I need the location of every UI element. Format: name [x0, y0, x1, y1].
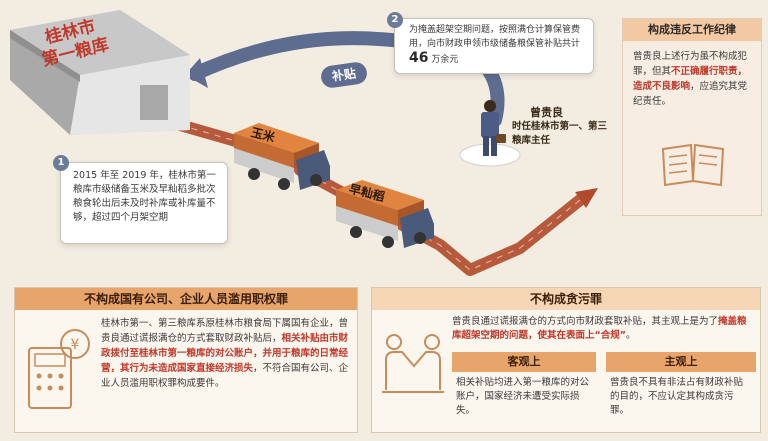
sidebar-text-before: 曾贵良上述行为虽不构成犯罪，但其: [633, 51, 748, 77]
handshake-icon: [382, 334, 444, 393]
embezzlement-panel: 不构成贪污罪 曾贵良通过谎报满仓的方式向市财政套取补贴，其主观上是为了掩盖粮库超…: [371, 287, 761, 433]
left-panel-text: 桂林市第一、第三粮库系原桂林市粮食局下属国有企业，曾贵良通过谎报满仓的方式套取财…: [101, 316, 351, 391]
step2-badge: 2: [387, 12, 403, 28]
subjective-box: 主观上 曾贵良不具有非法占有财政补贴的目的，不应认定其构成贪污罪。: [606, 352, 756, 428]
left-text-after: ，不符合国有公司、企业人员滥用职权罪构成要件。: [101, 363, 349, 389]
right-intro-after: 。: [626, 330, 636, 341]
step2-callout: 为掩盖超架空期问题，按照满仓计算保管费用，向市财政申领市级储备粮保管补贴共计 4…: [394, 18, 594, 74]
right-intro-red: 掩盖粮库超架空期的问题，使其在表面上“合规”: [452, 316, 747, 341]
step2-amount: 46: [409, 50, 429, 66]
step2-text: 为掩盖超架空期问题，按照满仓计算保管费用，向市财政申领市级储备粮保管补贴共计: [409, 25, 581, 49]
sidebar-text-after: ，应追究其党纪责任。: [633, 81, 748, 107]
right-panel-intro: 曾贵良通过谎报满仓的方式向市财政套取补贴，其主观上是为了掩盖粮库超架空期的问题，…: [452, 315, 754, 343]
svg-text:¥: ¥: [71, 337, 80, 353]
person-title: 时任桂林市第一、第三粮库主任: [512, 121, 608, 146]
step1-text: 2015 年至 2019 年，桂林市第一粮库市级储备玉米及早籼稻多批次粮食轮出后…: [73, 170, 216, 223]
step2-unit: 万余元: [431, 55, 459, 65]
left-text-red: 相关补贴由市财政拨付至桂林市第一粮库的对公账户，并用于粮库的日常经营，其行为未造…: [101, 333, 349, 374]
subjective-text: 曾贵良不具有非法占有财政补贴的目的，不应认定其构成贪污罪。: [610, 377, 744, 416]
abuse-of-power-panel: 不构成国有公司、企业人员滥用职权罪 ¥ 桂林市第一、第三粮库系原桂林市粮食局下属…: [14, 287, 358, 433]
left-text-before: 桂林市第一、第三粮库系原桂林市粮食局下属国有企业，曾贵良通过谎报满仓的方式套取财…: [101, 318, 349, 344]
calculator-money-icon: ¥: [28, 329, 90, 409]
truck-rice: [336, 180, 434, 248]
granary-building: [10, 10, 190, 135]
sidebar-heading: 构成违反工作纪律: [623, 19, 761, 41]
left-panel-heading: 不构成国有公司、企业人员滥用职权罪: [15, 288, 357, 310]
discipline-sidebar: 构成违反工作纪律 曾贵良上述行为虽不构成犯罪，但其不正确履行职责，造成不良影响，…: [622, 18, 762, 216]
book-icon: [661, 143, 725, 187]
sidebar-text: 曾贵良上述行为虽不构成犯罪，但其不正确履行职责，造成不良影响，应追究其党纪责任。: [623, 41, 761, 117]
step1-callout: 2015 年至 2019 年，桂林市第一粮库市级储备玉米及早籼稻多批次粮食轮出后…: [60, 162, 228, 244]
sidebar-text-red: 不正确履行职责，造成不良影响: [633, 66, 748, 92]
subjective-heading: 主观上: [606, 352, 756, 372]
objective-text: 相关补贴均进入第一粮库的对公账户，国家经济未遭受实际损失。: [456, 377, 590, 416]
person-icon: [481, 100, 506, 156]
right-panel-heading: 不构成贪污罪: [372, 288, 760, 310]
truck-corn: [234, 123, 330, 190]
person-name: 曾贵良: [530, 106, 563, 119]
objective-box: 客观上 相关补贴均进入第一粮库的对公账户，国家经济未遭受实际损失。: [452, 352, 596, 428]
objective-heading: 客观上: [452, 352, 596, 372]
right-intro-before: 曾贵良通过谎报满仓的方式向市财政套取补贴，其主观上是为了: [452, 316, 719, 327]
step1-badge: 1: [53, 155, 69, 171]
